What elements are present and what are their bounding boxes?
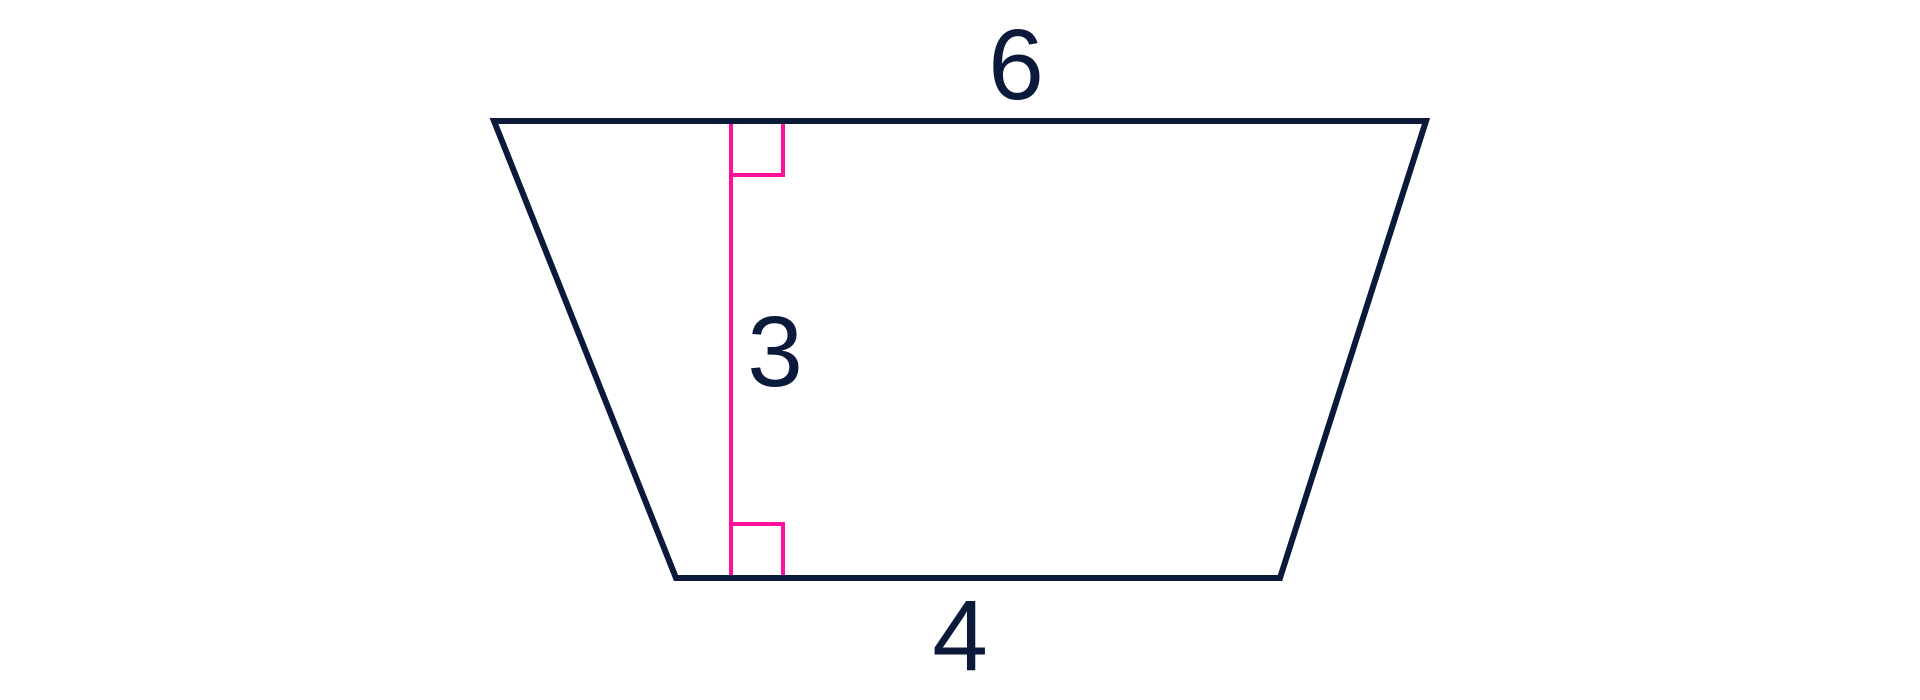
height-label: 3	[747, 296, 803, 408]
right-angle-marker-top	[731, 124, 785, 177]
top-base-label: 6	[988, 9, 1044, 121]
right-angle-marker-bottom	[731, 522, 785, 575]
trapezoid-shape	[489, 118, 1431, 581]
bottom-base-label: 4	[932, 580, 988, 692]
